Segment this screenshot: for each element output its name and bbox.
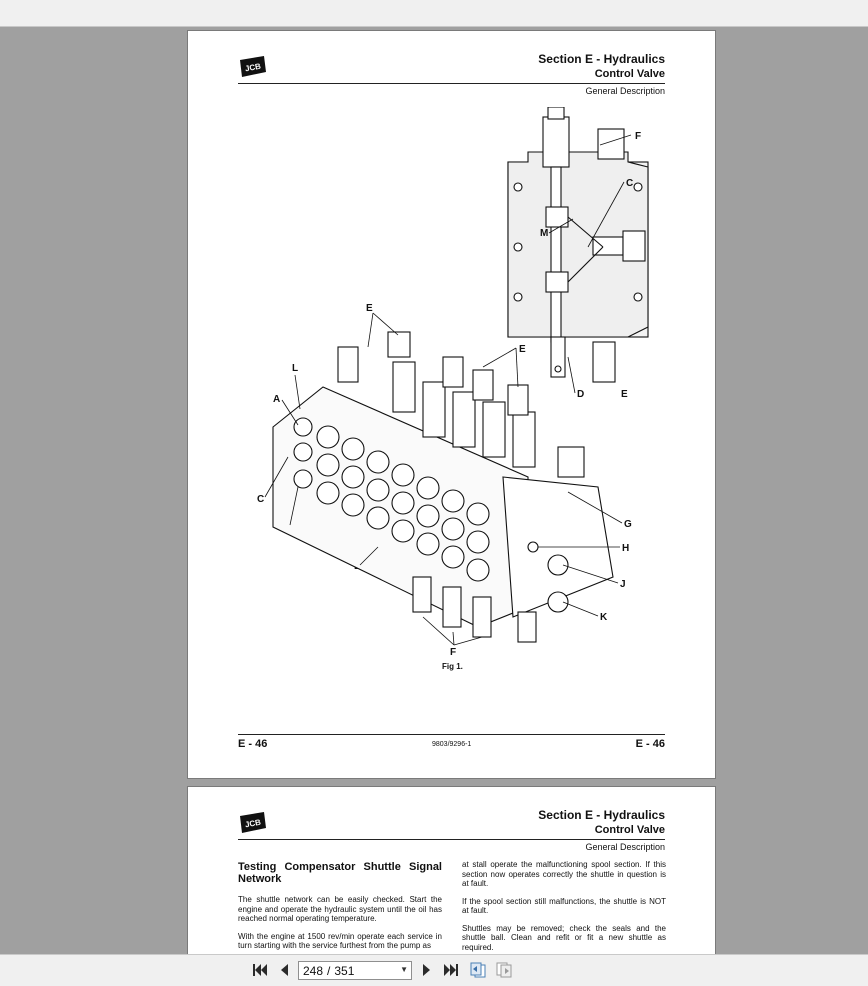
label-e-right: E: [621, 389, 628, 400]
footer-page-right: E - 46: [635, 738, 665, 750]
current-page-value[interactable]: 248: [303, 963, 324, 978]
next-view-icon[interactable]: [494, 961, 514, 979]
next-page-icon[interactable]: [417, 961, 437, 979]
right-column: at stall operate the malfunctioning spoo…: [462, 860, 666, 954]
figure-caption: Fig 1.: [442, 662, 463, 671]
first-page-icon[interactable]: [250, 961, 270, 979]
svg-text:JCB: JCB: [244, 62, 262, 74]
section-heading: Testing Compensator Shuttle Signal Netwo…: [238, 861, 442, 885]
label-l: L: [292, 363, 298, 374]
section-title: Section E - Hydraulics: [538, 52, 665, 66]
label-c-left: C: [257, 494, 264, 505]
label-f-top: F: [635, 131, 641, 142]
page-separator: /: [327, 963, 331, 978]
total-pages-value: 351: [334, 963, 355, 978]
label-a: A: [273, 394, 280, 405]
label-f-bottom: F: [450, 647, 456, 658]
left-column: Testing Compensator Shuttle Signal Netwo…: [238, 861, 442, 954]
svg-text:JCB: JCB: [244, 818, 262, 830]
label-c-top: C: [626, 178, 633, 189]
label-j: J: [620, 579, 626, 590]
chevron-down-icon[interactable]: ▼: [400, 965, 408, 974]
top-toolbar: [0, 0, 868, 27]
label-k: K: [600, 612, 608, 623]
section-title: Section E - Hydraulics: [538, 808, 665, 822]
section-subtitle: Control Valve: [594, 824, 665, 836]
document-page: JCB Section E - Hydraulics Control Valve…: [187, 30, 716, 779]
label-d-top: D: [577, 389, 584, 400]
valve-block: [272, 331, 614, 643]
section-subtitle: Control Valve: [594, 68, 665, 80]
footer-page-left: E - 46: [238, 738, 268, 750]
label-g: G: [624, 519, 632, 530]
page-navigation-toolbar: 248 / 351 ▼: [0, 954, 868, 986]
label-e-upper: E: [366, 303, 373, 314]
label-e-middle: E: [519, 344, 526, 355]
header-rule: [238, 83, 665, 84]
previous-page-icon[interactable]: [274, 961, 294, 979]
valve-cross-section: [507, 107, 649, 383]
paragraph: Shuttles may be removed; check the seals…: [462, 923, 666, 952]
document-viewport[interactable]: JCB Section E - Hydraulics Control Valve…: [0, 27, 868, 954]
previous-view-icon[interactable]: [468, 961, 488, 979]
label-m: M: [540, 228, 548, 239]
paragraph: at stall operate the malfunctioning spoo…: [462, 860, 666, 888]
section-description: General Description: [585, 86, 665, 96]
page-number-field[interactable]: 248 / 351 ▼: [298, 961, 412, 980]
paragraph: With the engine at 1500 rev/min operate …: [238, 931, 442, 951]
document-page: JCB Section E - Hydraulics Control Valve…: [187, 786, 716, 954]
header-rule: [238, 839, 665, 840]
section-description: General Description: [585, 842, 665, 852]
paragraph: The shuttle network can be easily checke…: [238, 895, 442, 923]
footer-rule: [238, 734, 665, 735]
paragraph: If the spool section still malfunctions,…: [462, 896, 666, 916]
label-h: H: [622, 543, 629, 554]
jcb-logo: JCB: [240, 56, 266, 77]
last-page-icon[interactable]: [441, 961, 461, 979]
footer-doc-number: 9803/9296-1: [432, 741, 472, 748]
control-valve-diagram: F C M D E E E L A C B D G H J K F: [257, 107, 649, 658]
jcb-logo: JCB: [240, 812, 266, 833]
